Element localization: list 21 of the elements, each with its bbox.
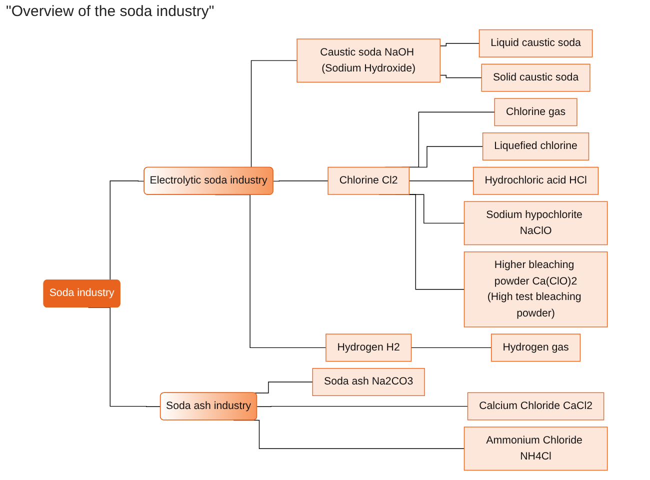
node-box: Hydrochloric acid HCl [472,166,598,195]
node-box: Ammonium Chloride NH4Cl [463,426,608,471]
node-box: Solid caustic soda [480,64,590,92]
title: "Overview of the soda industry" [6,3,214,20]
connector [410,347,492,348]
node-box: Sodium hypochlorite NaClO [463,201,608,246]
node-box: Liquefied chlorine [482,132,589,160]
node-box: Chlorine gas [494,98,577,126]
node-box: Hydrogen gas [490,334,580,362]
connector [272,180,328,182]
node-box: Higher bleaching powder Ca(ClO)2 (High test bleaching powder) [463,252,608,328]
node-box: Calcium Chloride CaCl2 [466,392,604,420]
connector [439,43,480,46]
connector [439,74,482,78]
node-box: Caustic soda NaOH (Sodium Hydroxide) [296,38,440,83]
node-box: Hydrogen H2 [325,334,412,362]
connector [408,180,474,182]
connector [256,406,468,407]
node-box: Liquid caustic soda [478,29,592,58]
node-box: Chlorine Cl2 [327,166,410,195]
node-box: Soda ash Na2CO3 [312,368,424,396]
